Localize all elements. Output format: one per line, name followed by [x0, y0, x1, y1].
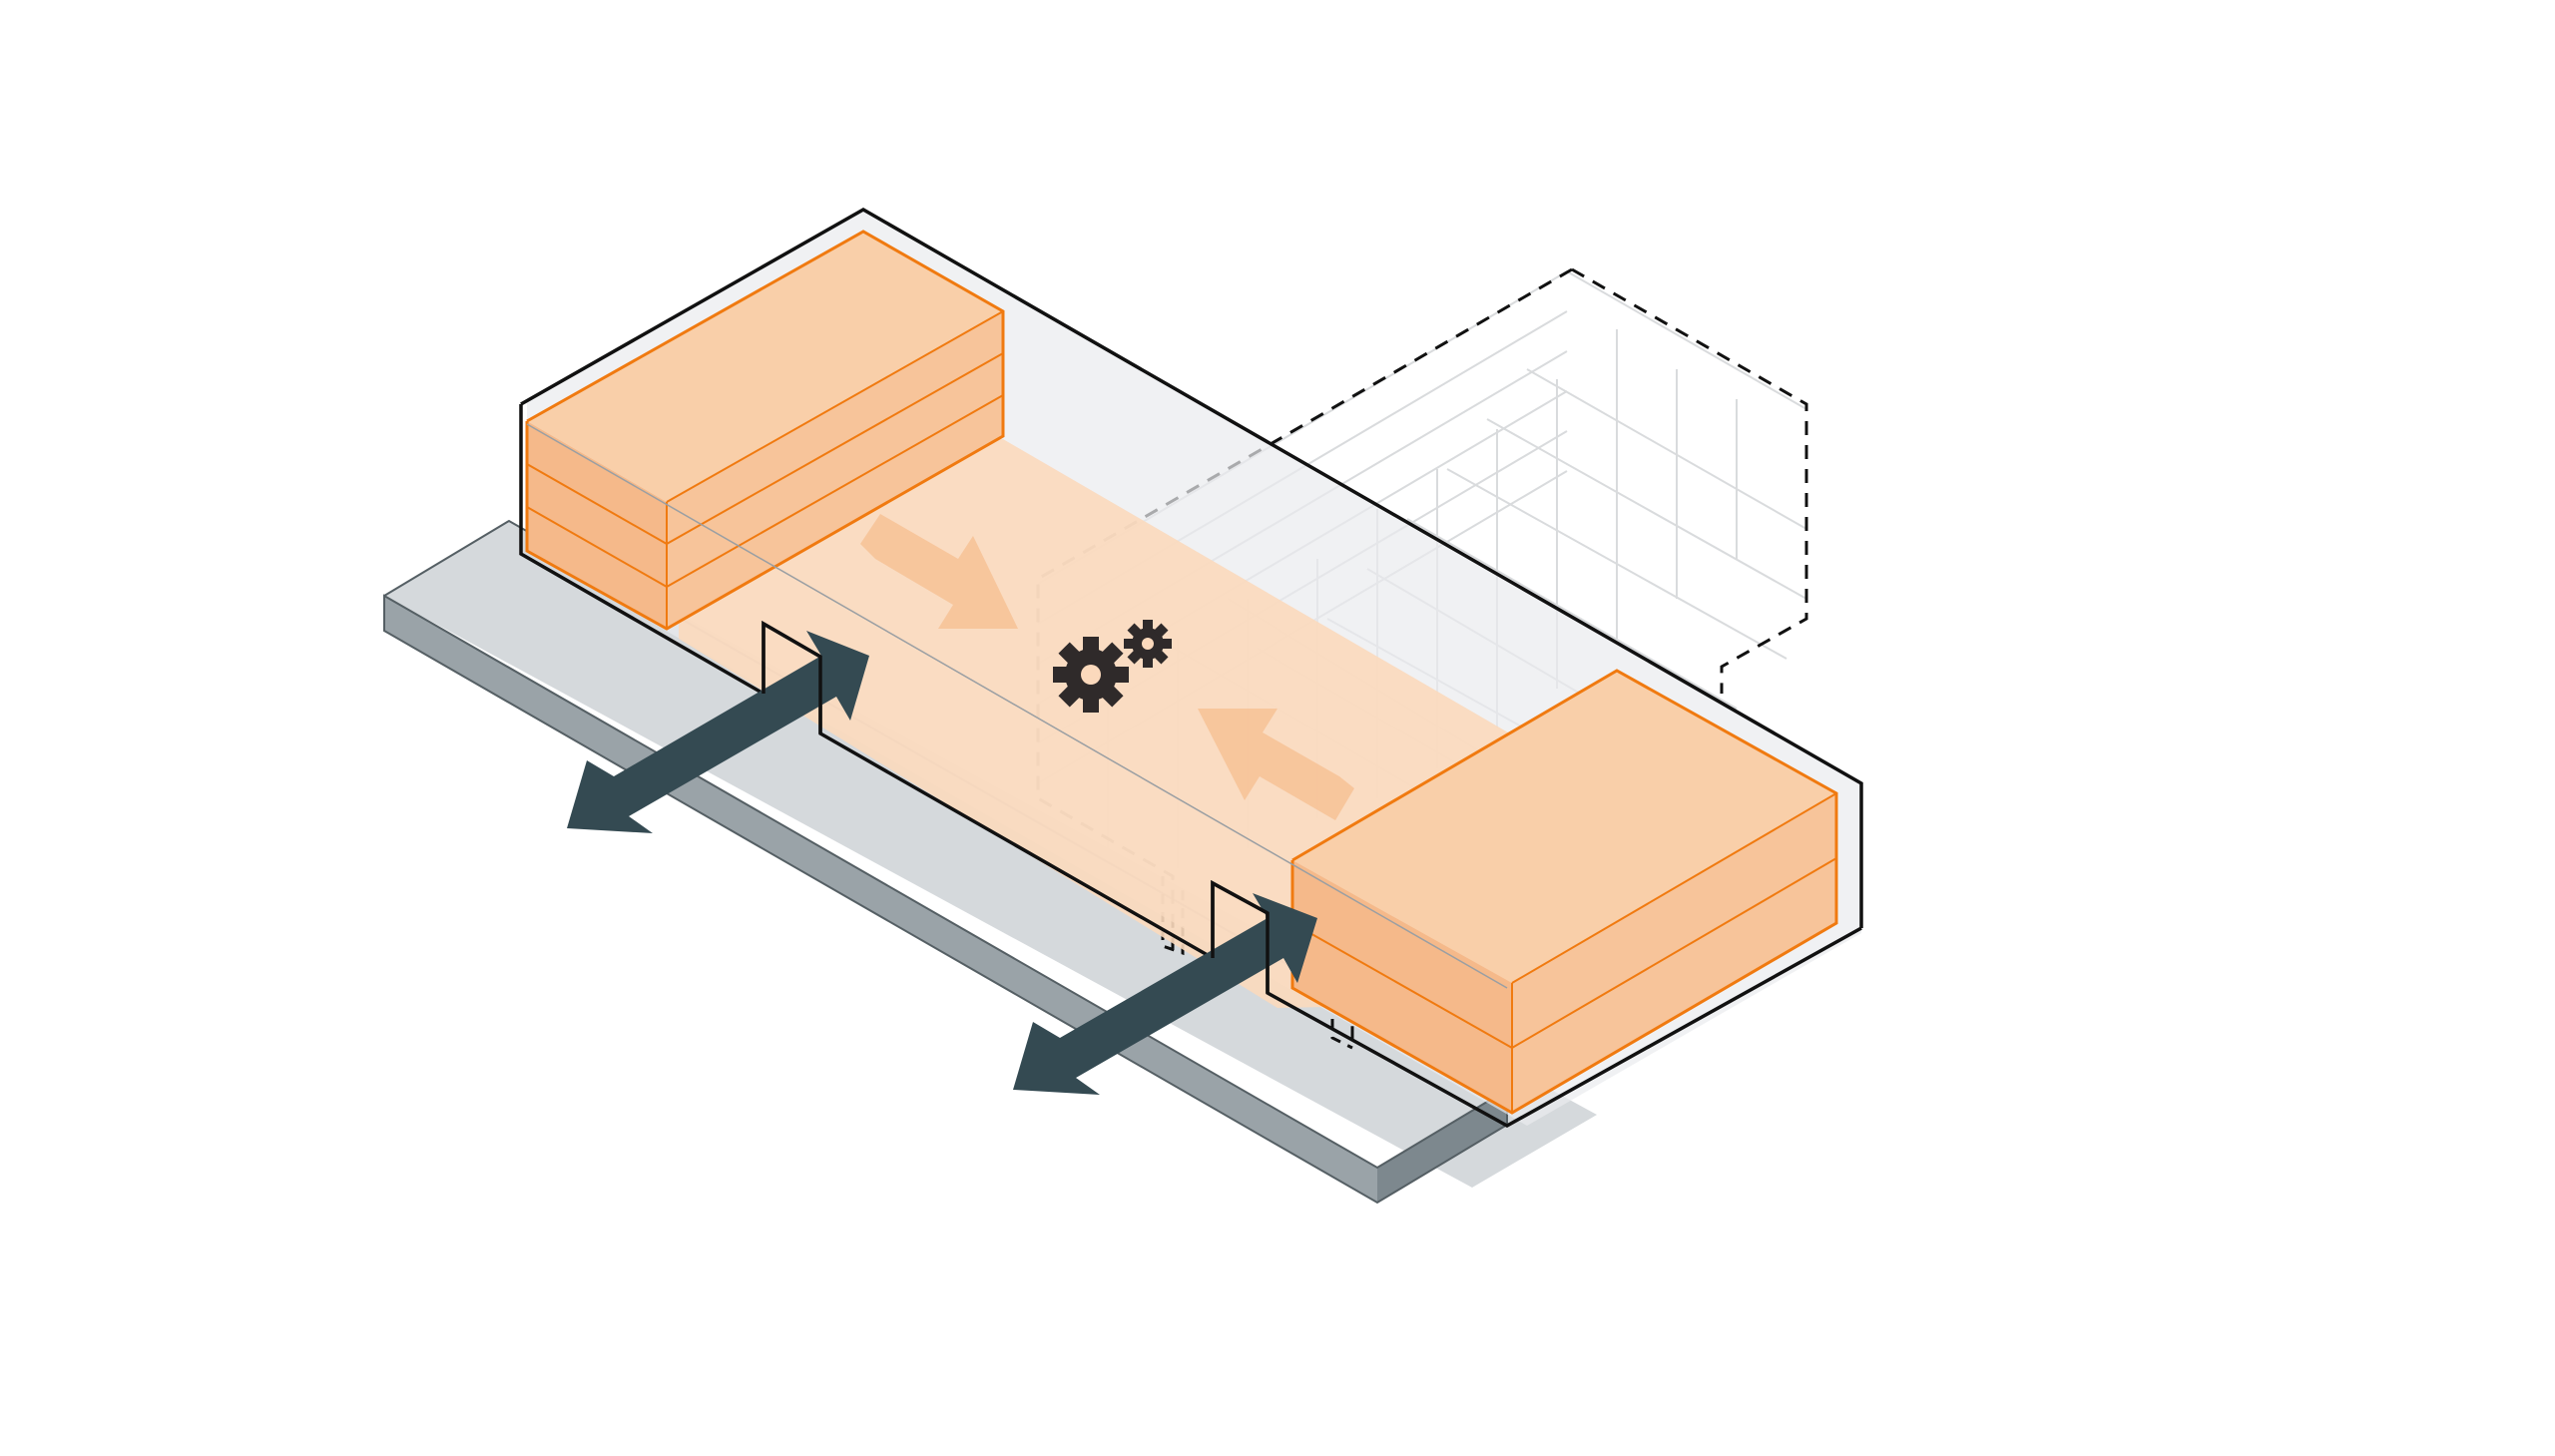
- block-left-front: [667, 311, 1003, 629]
- entrance-right: [1211, 880, 1270, 993]
- double-arrow-icon-left: [567, 631, 869, 833]
- flow-arrow-right: [1198, 709, 1354, 820]
- block-left: [525, 230, 1005, 631]
- gear-icon: [1053, 637, 1129, 713]
- double-arrow-icon-right: [1013, 893, 1317, 1095]
- existing-building-column-2: [1330, 893, 1353, 1050]
- site-slab-side-left: [384, 596, 1377, 1203]
- block-left-side: [527, 421, 667, 629]
- envelope-outline-top: [520, 207, 1863, 928]
- block-right-floor-lines: [1291, 792, 1837, 1113]
- gears: [1053, 620, 1172, 713]
- entrances: [762, 620, 1270, 993]
- entrance-left: [762, 620, 822, 733]
- flow-arrows: [860, 514, 1354, 820]
- block-left-outline: [525, 230, 1005, 631]
- gear-icon-small: [1124, 620, 1172, 668]
- block-right-top: [1292, 671, 1836, 983]
- block-right-outline: [1290, 669, 1838, 1115]
- envelope-outline: [519, 207, 1863, 1129]
- block-left-floor-lines: [526, 310, 1004, 629]
- block-left-top: [527, 232, 1003, 502]
- envelope-inner-edge: [526, 423, 1508, 989]
- flow-arrow-left: [860, 514, 1018, 629]
- access-arrows: [567, 631, 1317, 1095]
- existing-building-column: [1161, 876, 1185, 956]
- site-slab-top: [384, 521, 1597, 1188]
- block-right: [1290, 669, 1838, 1115]
- envelope-outline-front: [519, 404, 1862, 1129]
- existing-building-outline: [1571, 267, 1808, 694]
- site-slab-side-front: [1377, 1090, 1507, 1203]
